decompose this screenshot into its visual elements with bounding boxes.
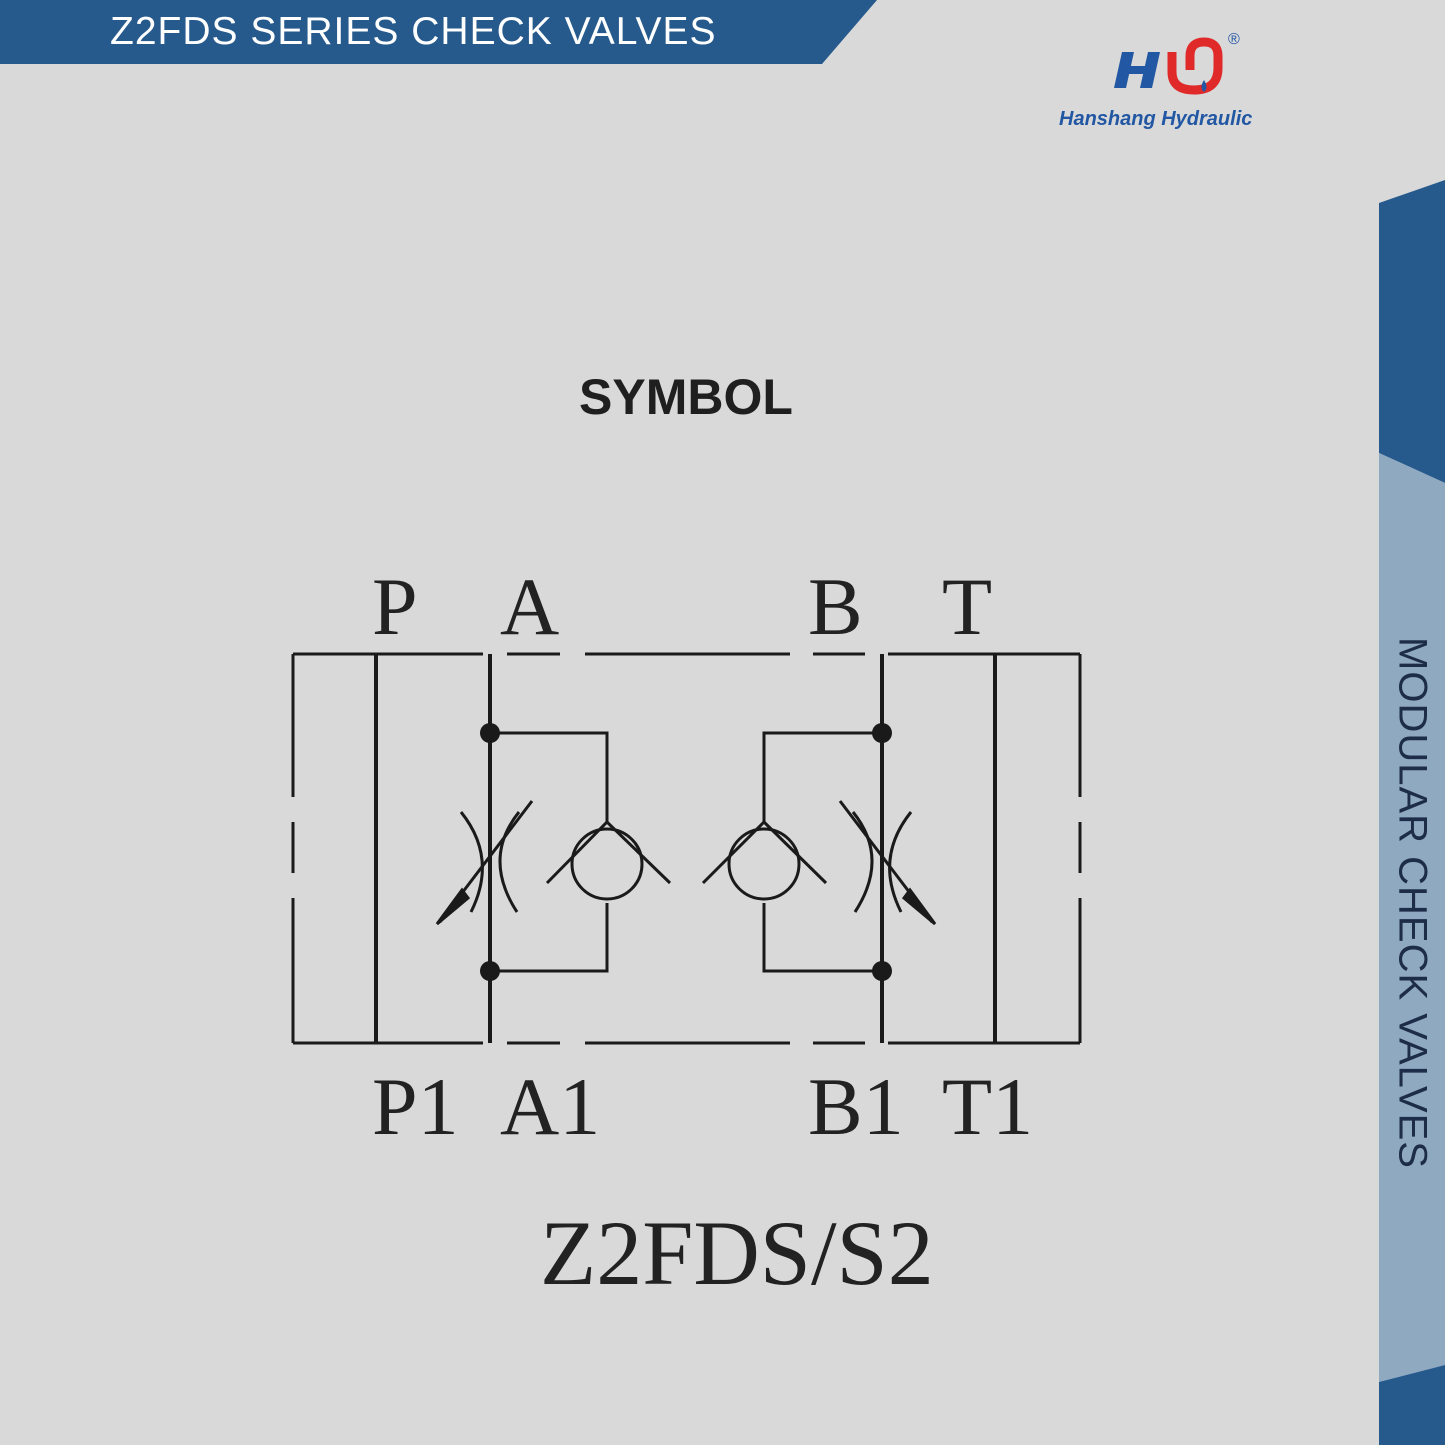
- port-label-t: T: [942, 561, 993, 652]
- sidebar-bottom-stripe: [1379, 1365, 1445, 1445]
- port-label-a: A: [500, 561, 560, 652]
- check-valve-right: [701, 731, 882, 973]
- header-title: Z2FDS SERIES CHECK VALVES: [110, 10, 717, 53]
- brand-logo: ®: [1114, 31, 1240, 95]
- port-label-a1: A1: [500, 1061, 601, 1152]
- port-label-t1: T1: [942, 1061, 1034, 1152]
- throttle-right: [838, 800, 937, 926]
- model-label: Z2FDS/S2: [540, 1202, 934, 1304]
- port-lines: [374, 654, 997, 1043]
- port-label-b: B: [808, 561, 863, 652]
- sidebar-label: MODULAR CHECK VALVES: [1390, 637, 1435, 1169]
- header-banner: [0, 0, 877, 64]
- throttle-left: [435, 800, 534, 926]
- section-title: SYMBOL: [579, 369, 793, 425]
- port-label-p: P: [372, 561, 418, 652]
- registered-mark: ®: [1228, 31, 1240, 48]
- port-label-p1: P1: [372, 1061, 459, 1152]
- port-label-b1: B1: [808, 1061, 904, 1152]
- outer-frame: [291, 652, 1082, 1045]
- check-valve-left: [490, 731, 672, 973]
- sidebar-top-stripe: [1379, 180, 1445, 483]
- junction-dots: [480, 723, 892, 981]
- brand-name: Hanshang Hydraulic: [1059, 108, 1253, 130]
- sidebar-middle-stripe: [1379, 453, 1445, 1382]
